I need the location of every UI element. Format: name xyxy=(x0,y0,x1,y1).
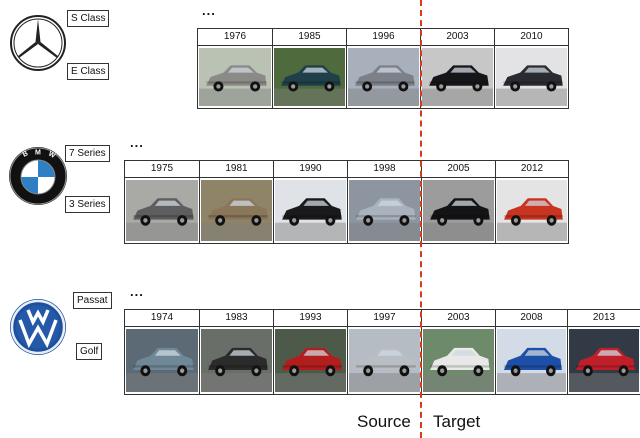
car-image xyxy=(349,180,420,241)
year-label: 2003 xyxy=(421,29,494,46)
car-photo xyxy=(497,329,566,392)
timeline-cell: 1981 xyxy=(199,161,273,243)
year-label: 1976 xyxy=(198,29,272,46)
mercedes-star-icon xyxy=(10,15,66,71)
year-label: 1998 xyxy=(348,161,421,178)
timeline-cell: 1996 xyxy=(346,29,420,108)
car-photo xyxy=(199,48,271,106)
svg-text:B: B xyxy=(22,150,30,159)
volkswagen-logo xyxy=(9,298,67,356)
year-label: 2008 xyxy=(496,310,567,327)
car-image xyxy=(126,180,198,241)
timeline-cell: 2003 xyxy=(420,29,494,108)
timeline-mercedes: 1976 1985 1996 2003 2010 xyxy=(197,28,569,109)
car-photo xyxy=(423,329,494,392)
year-label: 2013 xyxy=(568,310,640,327)
timeline-cell: 1997 xyxy=(347,310,421,394)
car-photo xyxy=(497,180,567,241)
source-target-divider xyxy=(420,0,422,438)
car-image xyxy=(569,329,639,392)
timeline-cell: 1993 xyxy=(273,310,347,394)
year-label: 1975 xyxy=(125,161,199,178)
timeline-cell: 2005 xyxy=(421,161,495,243)
car-photo xyxy=(126,329,198,392)
car-photo xyxy=(275,180,346,241)
timeline-cell: 1990 xyxy=(273,161,347,243)
ellipsis-volkswagen: ... xyxy=(130,284,144,299)
model-tag-e-class: E Class xyxy=(67,63,110,80)
car-image xyxy=(274,48,345,106)
year-label: 1981 xyxy=(200,161,273,178)
timeline-cell: 1983 xyxy=(199,310,273,394)
car-photo xyxy=(349,329,420,392)
car-image xyxy=(497,180,567,241)
car-image xyxy=(199,48,271,106)
car-image xyxy=(201,180,272,241)
car-photo xyxy=(423,180,494,241)
car-image xyxy=(423,329,494,392)
car-image xyxy=(423,180,494,241)
timeline-cell: 2012 xyxy=(495,161,568,243)
timeline-bmw: 1975 1981 1990 1998 2005 2012 xyxy=(124,160,569,244)
timeline-cell: 2003 xyxy=(421,310,495,394)
timeline-cell: 1975 xyxy=(125,161,199,243)
timeline-cell: 1974 xyxy=(125,310,199,394)
car-photo xyxy=(422,48,493,106)
car-image xyxy=(497,329,566,392)
year-label: 1996 xyxy=(347,29,420,46)
mercedes-logo xyxy=(9,14,67,72)
car-photo xyxy=(274,48,345,106)
car-photo xyxy=(348,48,419,106)
car-image xyxy=(126,329,198,392)
model-tag-golf: Golf xyxy=(76,343,103,360)
timeline-cell: 1976 xyxy=(198,29,272,108)
timeline-volkswagen: 1974 1983 1993 1997 2003 2008 2013 xyxy=(124,309,640,395)
car-image xyxy=(496,48,567,106)
timeline-cell: 2008 xyxy=(495,310,567,394)
car-image xyxy=(275,329,346,392)
car-image xyxy=(201,329,272,392)
year-label: 2012 xyxy=(496,161,568,178)
source-label: Source xyxy=(357,412,411,431)
model-tag-s-class: S Class xyxy=(67,10,110,27)
car-image xyxy=(349,329,420,392)
ellipsis-mercedes: ... xyxy=(202,3,216,18)
year-label: 1993 xyxy=(274,310,347,327)
year-label: 1983 xyxy=(200,310,273,327)
timeline-cell: 1998 xyxy=(347,161,421,243)
car-photo xyxy=(496,48,567,106)
model-tag-7-series: 7 Series xyxy=(65,145,110,162)
car-photo xyxy=(201,329,272,392)
car-image xyxy=(422,48,493,106)
volkswagen-emblem-icon xyxy=(10,299,66,355)
ellipsis-bmw: ... xyxy=(130,135,144,150)
svg-text:M: M xyxy=(35,150,41,157)
car-photo xyxy=(349,180,420,241)
year-label: 1985 xyxy=(273,29,346,46)
model-tag-passat: Passat xyxy=(73,292,112,309)
year-label: 2005 xyxy=(422,161,495,178)
year-label: 1997 xyxy=(348,310,421,327)
timeline-cell: 1985 xyxy=(272,29,346,108)
timeline-cell: 2013 xyxy=(567,310,640,394)
timeline-cell: 2010 xyxy=(494,29,568,108)
bmw-logo: B M W xyxy=(8,146,68,206)
model-tag-3-series: 3 Series xyxy=(65,196,110,213)
year-label: 2010 xyxy=(495,29,568,46)
svg-text:W: W xyxy=(47,151,56,160)
year-label: 1974 xyxy=(125,310,199,327)
bmw-roundel-icon: B M W xyxy=(9,147,67,205)
year-label: 1990 xyxy=(274,161,347,178)
car-image xyxy=(348,48,419,106)
car-photo xyxy=(126,180,198,241)
car-photo xyxy=(275,329,346,392)
car-photo xyxy=(201,180,272,241)
car-image xyxy=(275,180,346,241)
year-label: 2003 xyxy=(422,310,495,327)
car-photo xyxy=(569,329,639,392)
target-label: Target xyxy=(433,412,481,431)
